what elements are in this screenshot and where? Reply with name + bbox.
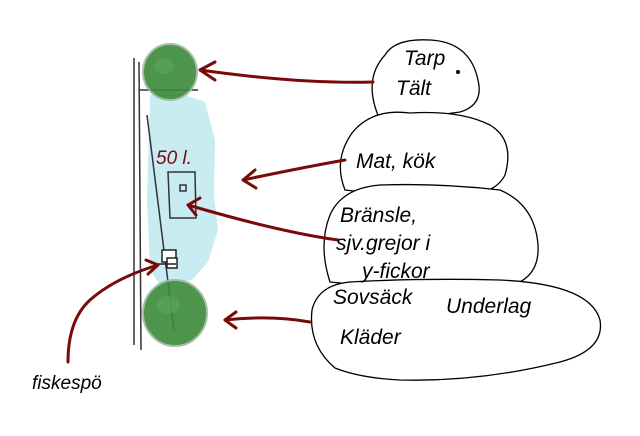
label-sovsack: Sovsäck xyxy=(333,286,414,309)
label-talt: Tält xyxy=(396,77,432,100)
label-bransle: Bränsle, xyxy=(340,204,417,227)
cloud-sovsack xyxy=(310,278,602,381)
dot-mark xyxy=(456,70,460,74)
top-roll xyxy=(142,43,198,101)
label-mat: Mat, kök xyxy=(356,150,437,173)
label-fiskespo: fiskespö xyxy=(32,373,102,394)
fishing-rod-holder xyxy=(156,249,178,269)
arrow-sovsack xyxy=(223,310,312,330)
label-yfickor: y-fickor xyxy=(360,260,431,283)
label-volume: 50 l. xyxy=(156,148,192,169)
label-underlag: Underlag xyxy=(446,295,532,318)
label-klader: Kläder xyxy=(340,326,402,349)
backpack-body xyxy=(147,93,218,285)
arrow-tarp xyxy=(198,60,375,84)
arrow-mat xyxy=(241,158,347,190)
label-tarp: Tarp xyxy=(404,47,445,70)
label-sjv: sjv.grejor i xyxy=(336,232,431,255)
arrow-fiskespo xyxy=(66,258,160,364)
bottom-roll xyxy=(142,279,208,347)
arrow-bransle xyxy=(186,196,340,242)
